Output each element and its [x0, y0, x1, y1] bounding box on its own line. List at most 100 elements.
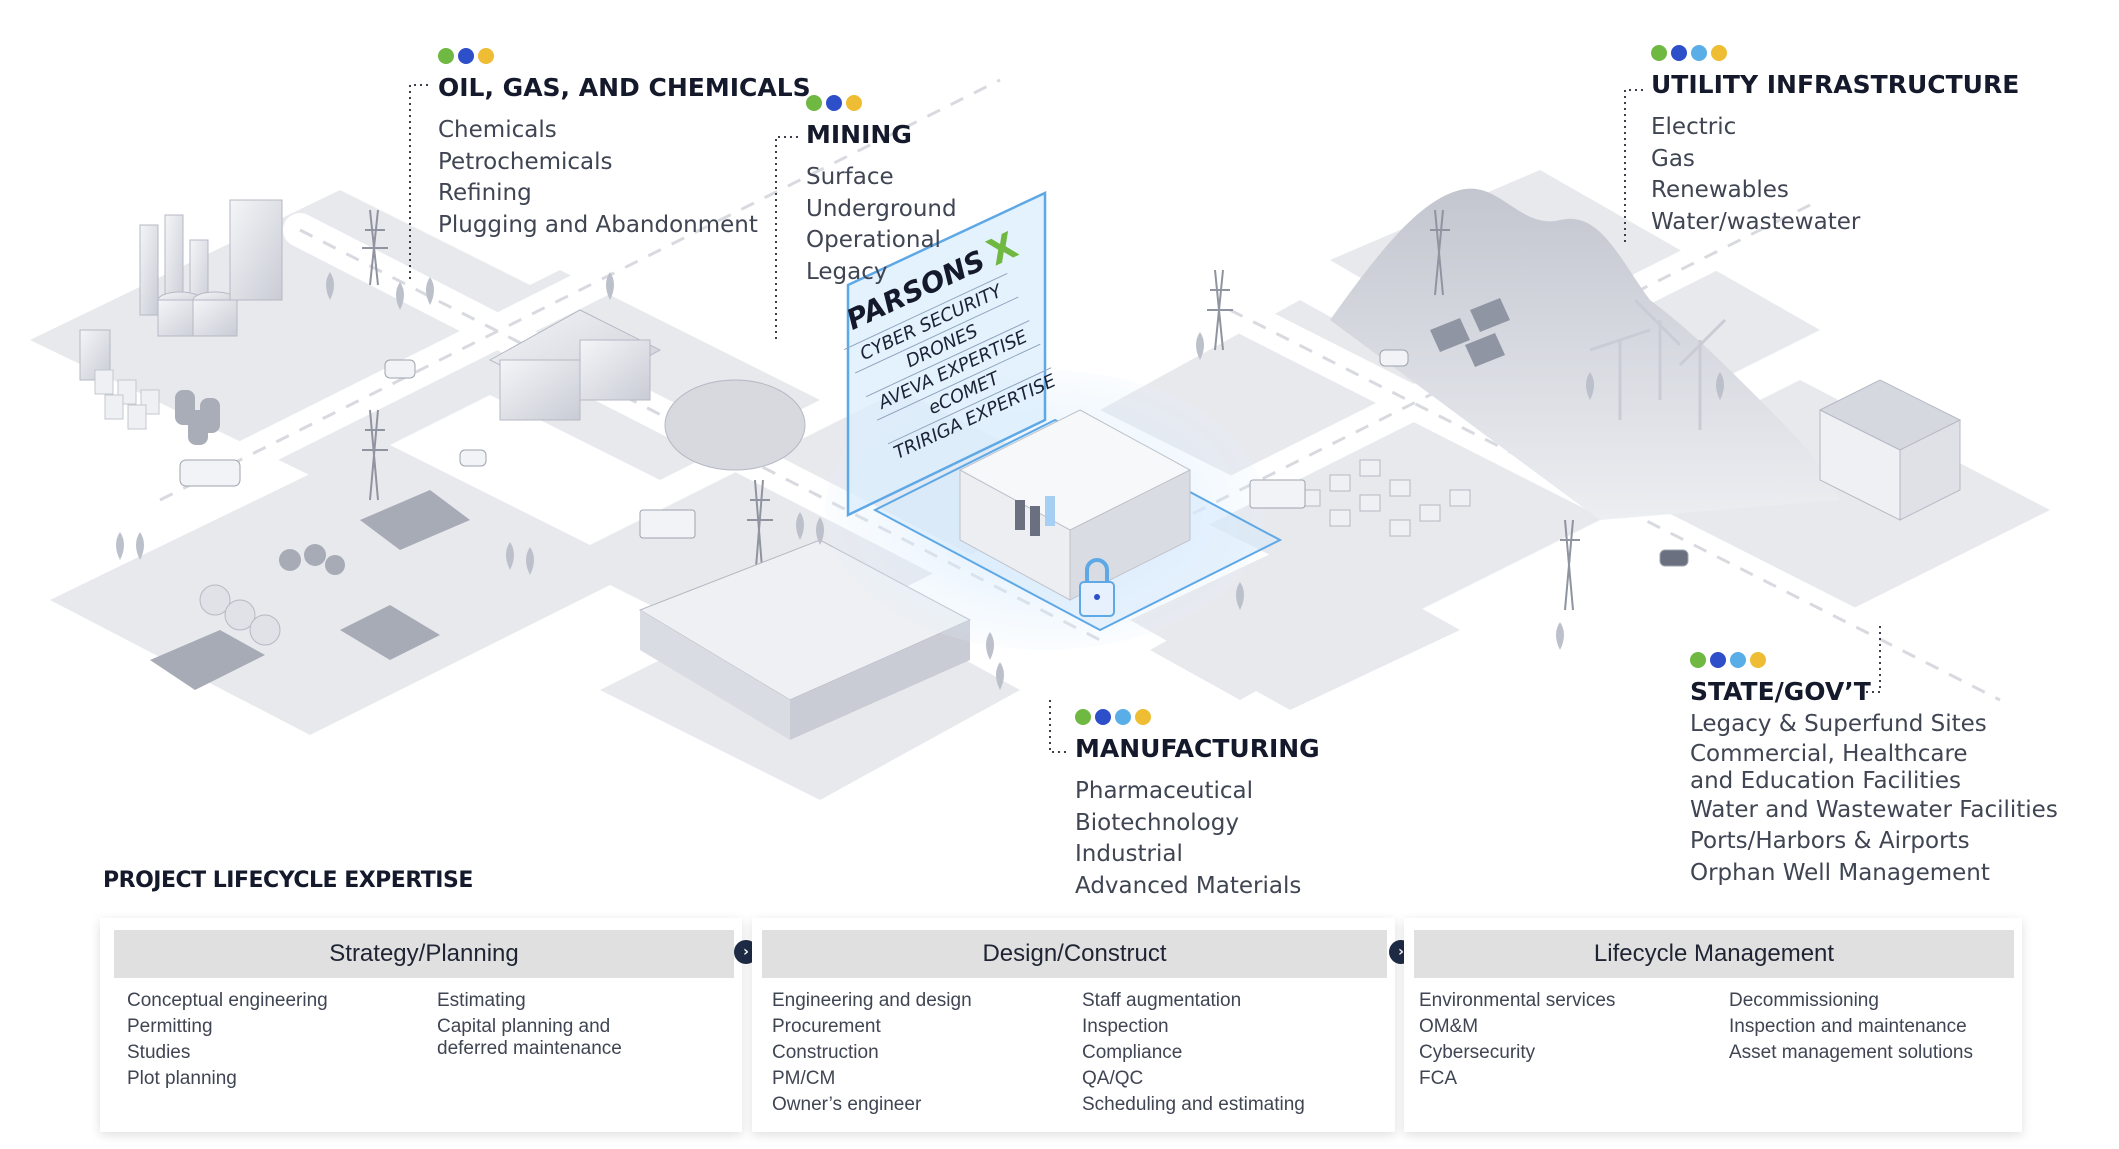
phase-item: Scheduling and estimating [1082, 1094, 1305, 1115]
dot-yellow [846, 95, 862, 111]
phase-item: Procurement [772, 1016, 881, 1037]
dot-green [806, 95, 822, 111]
dot-light-blue [1115, 709, 1131, 725]
sector-item: Renewables [1651, 177, 1789, 203]
school-building [1818, 379, 1962, 521]
phase-item: Plot planning [127, 1068, 237, 1089]
vehicles [179, 349, 1689, 567]
phase-item: Environmental services [1419, 990, 1616, 1011]
dot-blue [826, 95, 842, 111]
phase-item: Asset management solutions [1729, 1042, 1973, 1063]
phase-item: Construction [772, 1042, 879, 1063]
transmission-towers [362, 209, 1580, 611]
phase-item: QA/QC [1082, 1068, 1144, 1089]
phase-item: Engineering and design [772, 990, 972, 1011]
isometric-city-illustration [30, 78, 2050, 800]
sector-item: and Education Facilities [1690, 767, 1961, 794]
sector-item: Electric [1651, 114, 1737, 140]
sector-item: Biotechnology [1075, 809, 1239, 836]
phase-item: Staff augmentation [1082, 990, 1242, 1011]
sector-item: Orphan Well Management [1690, 859, 1990, 886]
dot-blue [1671, 45, 1687, 61]
water-treatment [150, 490, 470, 690]
sector-item: Chemicals [438, 117, 557, 143]
phase-card-strategy-planning: Strategy/Planning Conceptual engineering… [100, 918, 742, 1132]
dot-green [1075, 709, 1091, 725]
dot-yellow [1135, 709, 1151, 725]
dot-blue [1095, 709, 1111, 725]
sector-item: Refining [438, 180, 532, 206]
lock-icon [1079, 558, 1115, 617]
sector-item: Advanced Materials [1075, 872, 1302, 899]
mountains [1330, 188, 1840, 520]
phase-item: Conceptual engineering [127, 990, 328, 1011]
sector-title: OIL, GAS, AND CHEMICALS [438, 73, 811, 102]
sector-utility-infrastructure: UTILITY INFRASTRUCTURE Electric Gas Rene… [1651, 45, 2019, 238]
sector-item: Industrial [1075, 841, 1183, 867]
sector-dots [438, 48, 811, 65]
phase-card-lifecycle-management: Lifecycle Management Environmental servi… [1404, 918, 2022, 1132]
wind-turbines [1589, 298, 1727, 430]
phase-item: Capital planning and deferred maintenanc… [437, 1016, 622, 1059]
sector-item: Commercial, Healthcare [1690, 740, 1968, 767]
sector-item: Legacy & Superfund Sites [1690, 711, 1987, 737]
dot-green [1690, 652, 1706, 668]
dot-green [438, 48, 454, 64]
leader-lines [409, 84, 1881, 753]
phase-item: Studies [127, 1042, 191, 1063]
sector-manufacturing: MANUFACTURING Pharmaceutical Biotechnolo… [1075, 709, 1320, 902]
sector-title: UTILITY INFRASTRUCTURE [1651, 70, 2020, 99]
domes [199, 584, 281, 646]
phase-title: Strategy/Planning [114, 930, 734, 978]
phase-item: Estimating [437, 990, 526, 1011]
phase-item: Decommissioning [1729, 990, 1879, 1011]
phase-title: Design/Construct [762, 930, 1387, 978]
sector-item: Water and Wastewater Facilities [1690, 796, 2058, 823]
sector-dots [1651, 45, 2019, 62]
control-center-building [958, 409, 1192, 601]
dot-yellow [478, 48, 494, 64]
sector-item: Water/wastewater [1651, 208, 1861, 235]
phase-item: PM/CM [772, 1068, 836, 1089]
trees [116, 272, 1724, 690]
phase-item: Inspection and maintenance [1729, 1016, 1967, 1037]
sector-oil-gas-chemicals: OIL, GAS, AND CHEMICALS Chemicals Petroc… [438, 48, 811, 241]
parsons-capabilities-panel: PARSONS X CYBER SECURITY DRONES AVEVA EX… [841, 191, 1060, 517]
cubes [94, 369, 160, 430]
phase-item: Inspection [1082, 1016, 1169, 1037]
dot-green [1651, 45, 1667, 61]
sector-item: Ports/Harbors & Airports [1690, 828, 1970, 854]
phase-item: Cybersecurity [1419, 1042, 1536, 1063]
sector-item: Plugging and Abandonment [438, 211, 758, 238]
sector-item: Surface [806, 164, 894, 190]
lifecycle-heading: PROJECT LIFECYCLE EXPERTISE [103, 868, 473, 893]
sector-item: Gas [1651, 145, 1695, 172]
phase-item: Permitting [127, 1016, 213, 1037]
sector-item: Operational [806, 227, 941, 253]
sector-dots [806, 95, 957, 112]
sector-dots [1075, 709, 1320, 726]
dot-yellow [1711, 45, 1727, 61]
phase-card-design-construct: Design/Construct Engineering and design … [752, 918, 1395, 1132]
sector-item: Petrochemicals [438, 148, 613, 175]
storage-tanks [175, 390, 220, 445]
phase-title: Lifecycle Management [1414, 930, 2014, 978]
dot-light-blue [1730, 652, 1746, 668]
sector-item: Legacy [806, 258, 888, 285]
solar-panels [1430, 298, 1510, 367]
sector-dots [1690, 652, 2058, 669]
phase-item: Compliance [1082, 1042, 1183, 1063]
sector-mining: MINING Surface Underground Operational L… [806, 95, 957, 288]
houses [1299, 459, 1471, 537]
sector-title: MANUFACTURING [1075, 734, 1320, 763]
glass-panel [846, 191, 1047, 517]
refinery [79, 199, 283, 381]
phase-item: OM&M [1419, 1016, 1479, 1037]
dot-blue [458, 48, 474, 64]
dot-blue [1710, 652, 1726, 668]
sector-title: STATE/GOV’T [1690, 677, 1871, 706]
dot-light-blue [1691, 45, 1707, 61]
power-plant [488, 309, 662, 421]
sector-title: MINING [806, 120, 912, 149]
sector-item: Pharmaceutical [1075, 778, 1254, 804]
